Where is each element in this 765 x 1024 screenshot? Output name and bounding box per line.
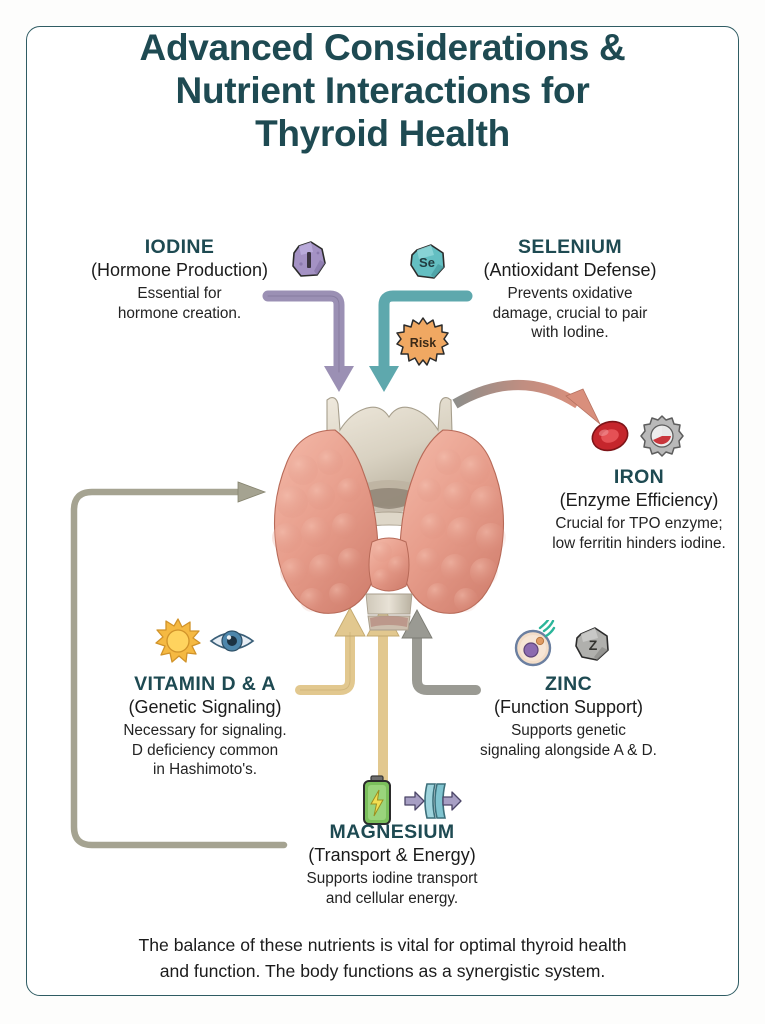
- nutrient-subtitle-selenium: (Antioxidant Defense): [483, 260, 657, 280]
- magnesium-icon-group: [358, 775, 462, 827]
- footer-line-2: and function. The body functions as a sy…: [159, 961, 606, 981]
- desc-line: Supports genetic: [511, 722, 626, 739]
- desc-line: Necessary for signaling.: [123, 722, 287, 739]
- red-blood-cell-icon: [591, 420, 629, 452]
- battery-icon: [363, 775, 391, 825]
- nutrient-name-magnesium: MAGNESIUM: [329, 821, 455, 843]
- desc-line: and cellular energy.: [325, 889, 459, 907]
- nutrient-subtitle-zinc: (Function Support): [493, 697, 644, 717]
- desc-line: with Iodine.: [531, 324, 609, 341]
- desc-line: Crucial for TPO enzyme;: [555, 515, 723, 532]
- page-title: Advanced Considerations & Nutrient Inter…: [0, 26, 765, 155]
- risk-badge-group: Risk: [396, 316, 450, 370]
- footer-summary: The balance of these nutrients is vital …: [56, 932, 709, 984]
- desc-line: hormone creation.: [117, 304, 242, 322]
- selenium-crystal-icon: Se: [410, 244, 445, 279]
- nutrient-subtitle-magnesium: (Transport & Energy): [308, 845, 476, 865]
- transport-channel-icon: [404, 783, 462, 819]
- nutrient-block-selenium: SELENIUM (Antioxidant Defense) Prevents …: [455, 236, 685, 343]
- nutrient-description-magnesium: Supports iodine transport and cellular e…: [282, 869, 502, 908]
- nutrient-block-zinc: ZINC (Function Support) Supports genetic…: [456, 673, 681, 760]
- zinc-icon-group: Z: [510, 620, 614, 668]
- nutrient-block-iodine: IODINE (Hormone Production) Essential fo…: [72, 236, 287, 323]
- nutrient-description-zinc: Supports genetic signaling alongside A &…: [456, 721, 681, 760]
- nutrient-description-iodine: Essential for hormone creation.: [72, 284, 287, 323]
- nutrient-name-vitamin-d-a: VITAMIN D & A: [134, 673, 276, 695]
- nutrient-name-selenium: SELENIUM: [518, 236, 622, 258]
- nutrient-subtitle-vitamin-d-a: (Genetic Signaling): [128, 697, 282, 717]
- zinc-stone-icon: Z: [575, 627, 609, 661]
- nutrient-description-selenium: Prevents oxidative damage, crucial to pa…: [455, 284, 685, 343]
- gear-icon: [640, 415, 684, 457]
- risk-badge-icon: Risk: [396, 317, 449, 366]
- nutrient-name-zinc: ZINC: [544, 673, 593, 695]
- vitamin-d-a-icon-group: [155, 618, 255, 664]
- page-title-line-2: Nutrient Interactions for: [175, 70, 590, 111]
- nutrient-name-iodine: IODINE: [144, 236, 215, 258]
- page-title-line-3: Thyroid Health: [255, 113, 510, 154]
- cell-signal-icon: [514, 620, 556, 667]
- desc-line: D deficiency common: [131, 741, 279, 759]
- desc-line: Essential for: [137, 285, 222, 302]
- nutrient-subtitle-iodine: (Hormone Production): [90, 260, 269, 280]
- selenium-symbol-label: Se: [419, 255, 435, 270]
- nutrient-block-vitamin-d-a: VITAMIN D & A (Genetic Signaling) Necess…: [100, 673, 310, 780]
- desc-line: signaling alongside A & D.: [480, 741, 657, 759]
- desc-line: Supports iodine transport: [306, 870, 478, 887]
- nutrient-description-vitamin-d-a: Necessary for signaling. D deficiency co…: [100, 721, 310, 780]
- iodine-icon-group: [287, 238, 331, 282]
- desc-line: low ferritin hinders iodine.: [552, 534, 726, 552]
- nutrient-name-iron: IRON: [613, 466, 665, 488]
- eye-icon: [209, 630, 255, 652]
- nutrient-subtitle-iron: (Enzyme Efficiency): [559, 490, 719, 510]
- nutrient-block-iron: IRON (Enzyme Efficiency) Crucial for TPO…: [530, 466, 748, 553]
- zinc-symbol-label: Z: [589, 637, 598, 653]
- selenium-icon-group: Se: [406, 240, 450, 284]
- desc-line: damage, crucial to pair: [492, 304, 648, 322]
- nutrient-description-iron: Crucial for TPO enzyme; low ferritin hin…: [530, 514, 748, 553]
- footer-line-1: The balance of these nutrients is vital …: [138, 935, 627, 955]
- sun-icon: [155, 618, 201, 663]
- page-title-line-1: Advanced Considerations &: [139, 27, 626, 68]
- desc-line: in Hashimoto's.: [152, 761, 258, 778]
- iron-icon-group: [588, 414, 684, 458]
- risk-badge-label: Risk: [410, 336, 436, 350]
- iodine-crystal-icon: [292, 241, 326, 277]
- nutrient-block-magnesium: MAGNESIUM (Transport & Energy) Supports …: [282, 821, 502, 908]
- desc-line: Prevents oxidative: [507, 285, 633, 302]
